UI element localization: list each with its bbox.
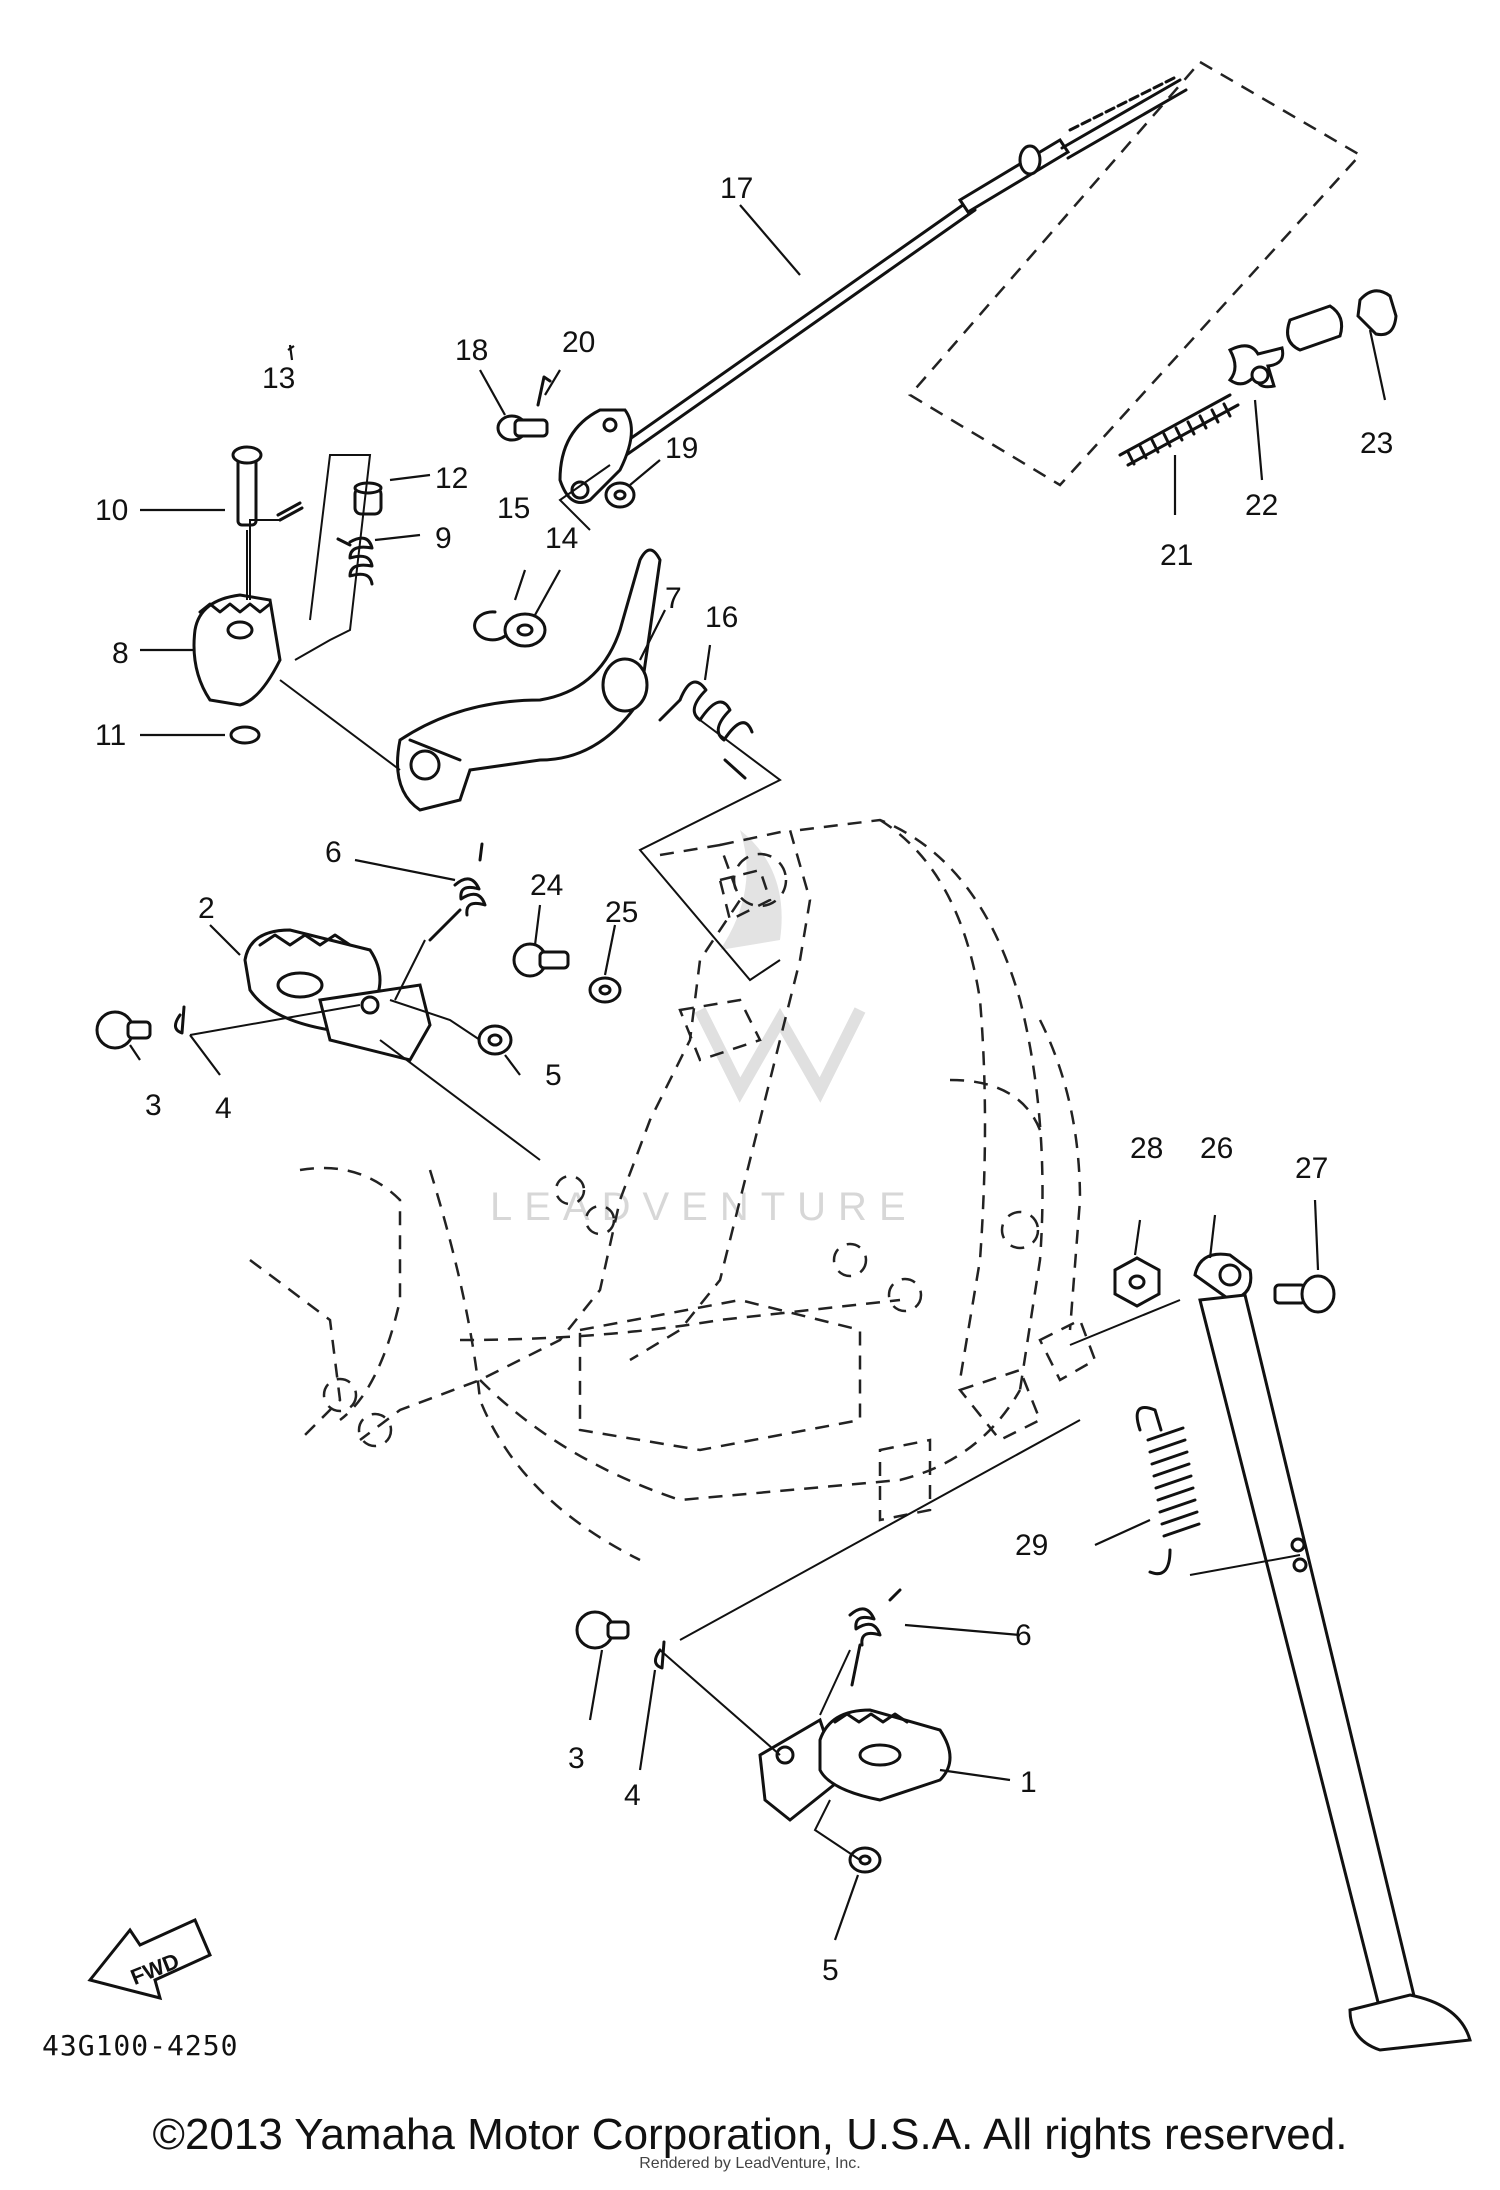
watermark-logo-icon <box>694 830 866 1103</box>
callout-5-left: 5 <box>545 1059 562 1092</box>
callout-6-right: 6 <box>1015 1619 1032 1652</box>
sidestand-nut <box>1113 1256 1161 1308</box>
sidestand <box>1193 1252 1472 2052</box>
nut-25 <box>588 976 622 1004</box>
callout-19: 19 <box>665 432 698 465</box>
washer-right <box>848 1846 882 1874</box>
sidestand-bolt <box>1273 1274 1336 1314</box>
callout-7: 7 <box>665 582 682 615</box>
brake-rod <box>598 76 1188 472</box>
callout-17: 17 <box>720 172 753 205</box>
callout-3-right: 3 <box>568 1742 585 1775</box>
copyright-notice: ©2013 Yamaha Motor Corporation, U.S.A. A… <box>152 2110 1348 2159</box>
washer-14 <box>503 612 547 648</box>
callout-3-left: 3 <box>145 1089 162 1122</box>
callouts: 1 2 3 3 4 4 5 5 5 6 6 7 8 9 10 11 12 13 … <box>95 172 1393 1987</box>
callout-24: 24 <box>530 869 563 902</box>
callout-29: 29 <box>1015 1529 1048 1562</box>
sidestand-spring <box>1135 1406 1201 1576</box>
clevis-pin <box>496 414 549 442</box>
callout-16: 16 <box>705 601 738 634</box>
callout-2: 2 <box>198 892 215 925</box>
cotter-pin-20 <box>536 375 552 407</box>
callout-6-left: 6 <box>325 836 342 869</box>
footrest-left <box>243 928 432 1062</box>
render-credit: Rendered by LeadVenture, Inc. <box>639 2155 861 2172</box>
return-spring-16 <box>658 680 754 780</box>
callout-13: 13 <box>262 362 295 395</box>
clevis <box>558 408 633 504</box>
callout-8: 8 <box>112 637 129 670</box>
wing-nut-22 <box>1227 344 1285 389</box>
callout-25: 25 <box>605 896 638 929</box>
watermark-text: LEADVENTURE <box>490 1185 918 1229</box>
washer-11 <box>229 725 261 745</box>
diagram-part-number: 43G100-4250 <box>42 2029 238 2062</box>
callout-10: 10 <box>95 494 128 527</box>
callout-26: 26 <box>1200 1132 1233 1165</box>
callout-23: 23 <box>1360 427 1393 460</box>
callout-18: 18 <box>455 334 488 367</box>
callout-4-right: 4 <box>624 1779 641 1812</box>
footrest-spring-left <box>428 842 487 942</box>
footrest-right <box>758 1708 952 1822</box>
callout-5-right: 5 <box>822 1954 839 1987</box>
washer-left <box>477 1024 513 1056</box>
joint-23 <box>1286 289 1398 352</box>
brake-pedal-arm <box>396 548 662 812</box>
callout-12: 12 <box>435 462 468 495</box>
callout-1: 1 <box>1020 1766 1037 1799</box>
circlip <box>473 610 507 642</box>
footrest-pin-left <box>95 1010 152 1050</box>
callout-27: 27 <box>1295 1152 1328 1185</box>
stand-bracket <box>957 1318 1097 1442</box>
callout-28: 28 <box>1130 1132 1163 1165</box>
fwd-arrow-icon: FWD <box>87 1918 212 2001</box>
callout-15: 15 <box>497 492 530 525</box>
footrest-spring-right <box>848 1588 902 1687</box>
pedal-bolt <box>231 445 263 600</box>
nut-19 <box>604 481 636 509</box>
callout-20: 20 <box>562 326 595 359</box>
rod-spring-21 <box>1118 393 1240 467</box>
callout-11: 11 <box>95 719 126 752</box>
callout-22: 22 <box>1245 489 1278 522</box>
callout-4-left: 4 <box>215 1092 232 1125</box>
brake-pedal-tip <box>192 593 282 707</box>
frame-outline <box>249 818 1082 1562</box>
callout-21: 21 <box>1160 539 1193 572</box>
footrest-pin-right <box>575 1610 630 1650</box>
clip-right <box>654 1640 666 1670</box>
bolt-24 <box>512 942 570 978</box>
callout-14: 14 <box>545 522 578 555</box>
torsion-spring-9 <box>336 536 374 586</box>
leader-lines <box>129 204 1387 1941</box>
collar <box>353 481 383 516</box>
callout-9: 9 <box>435 522 452 555</box>
cotter-pin <box>276 501 304 522</box>
clip-left <box>174 1005 186 1035</box>
